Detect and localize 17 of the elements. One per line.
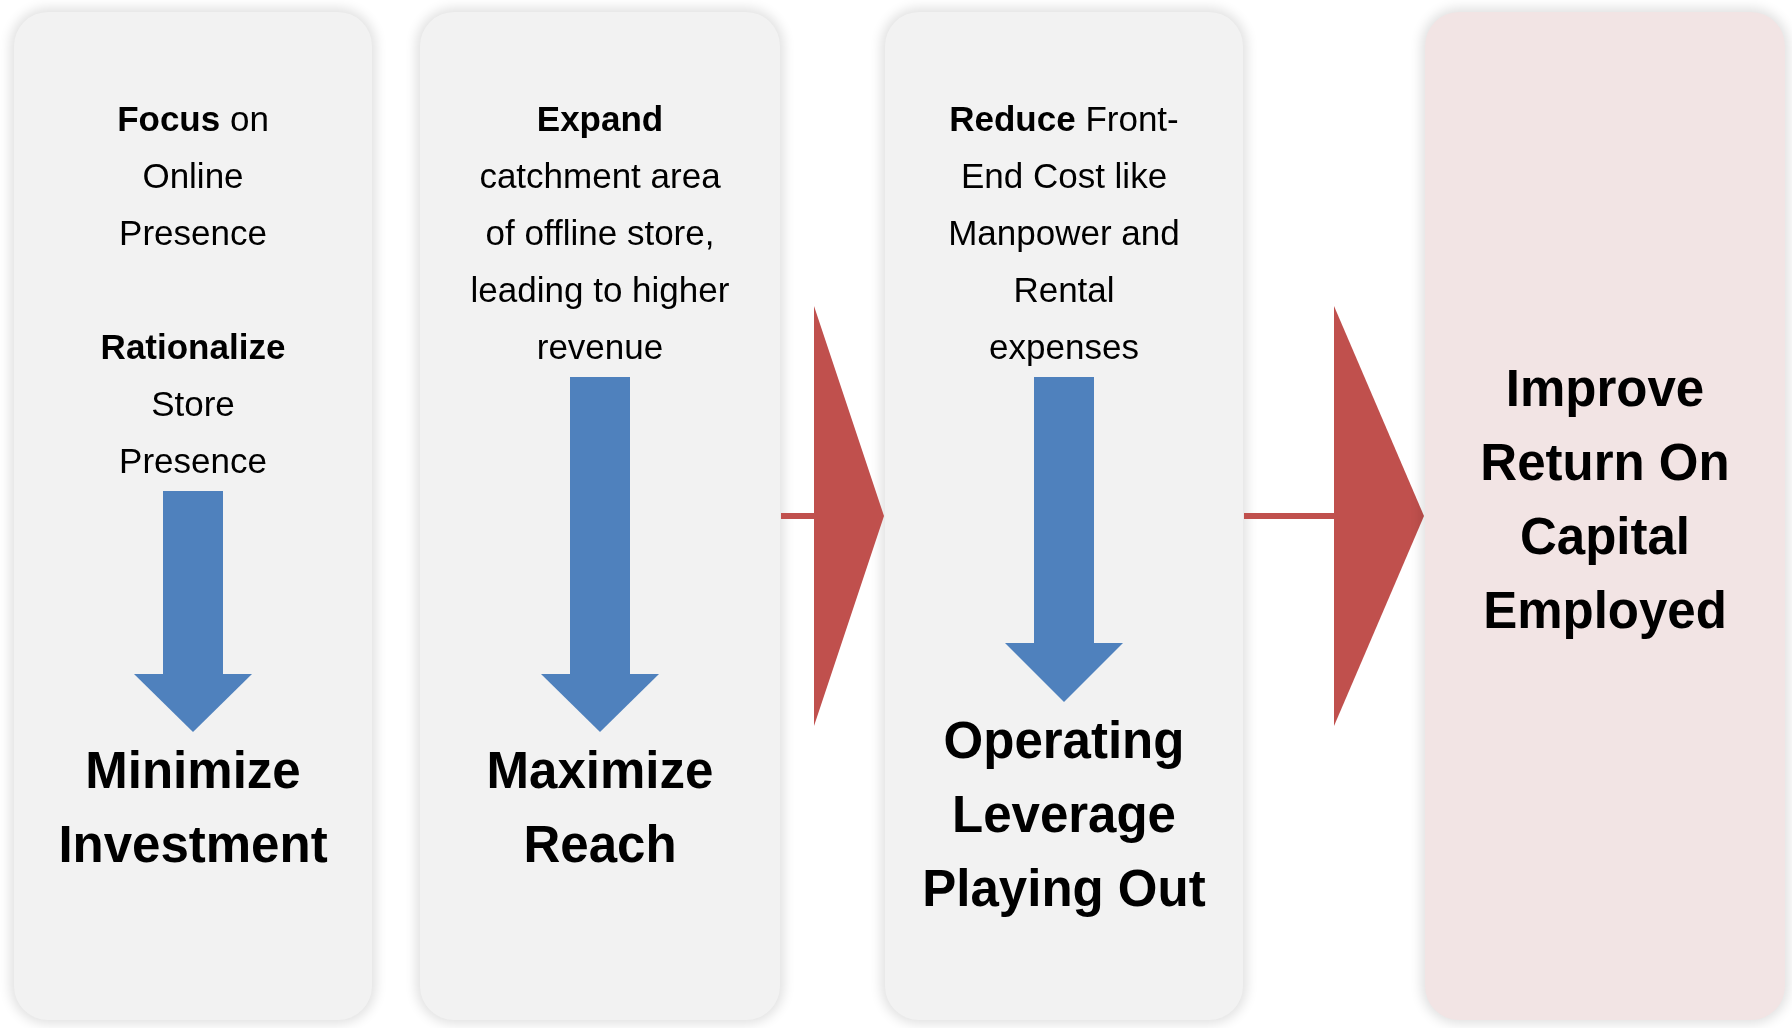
down-arrow — [1005, 377, 1123, 702]
panel — [1425, 12, 1785, 1020]
heading-text: Operating Leverage Playing Out — [921, 711, 1207, 919]
heading-text: Maximize Reach — [485, 741, 715, 875]
heading-text: Improve Return On Capital Employed — [1479, 359, 1731, 641]
panel — [14, 12, 372, 1020]
body-text: Focus on Online Presence — [116, 98, 270, 254]
panel — [420, 12, 780, 1020]
heading-text: Minimize Investment — [57, 741, 329, 875]
chevron-arrow — [1244, 306, 1424, 726]
chevron-arrow — [781, 306, 884, 726]
body-text: Rationalize Store Presence — [99, 326, 287, 482]
down-arrow — [541, 377, 659, 732]
body-text: Expand catchment area of offline store, leading to higher revenue — [469, 98, 731, 368]
down-arrow — [134, 491, 252, 732]
panel — [885, 12, 1243, 1020]
body-text: Reduce Front-End Cost like Manpower and Rental expenses — [947, 98, 1181, 368]
